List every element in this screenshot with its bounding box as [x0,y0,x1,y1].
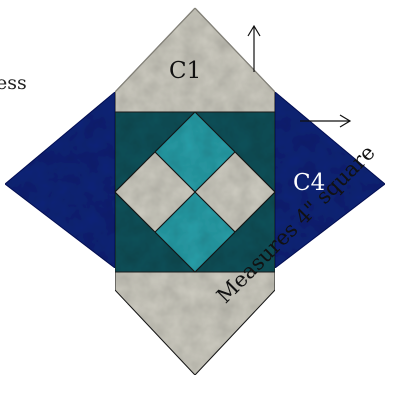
label-c4: C4 [293,170,326,196]
beige-bottom-piece [114,271,276,376]
edge-top-right [194,7,276,93]
edge-top-left [114,7,196,93]
label-c1: C1 [169,58,202,84]
navy-left-triangle [4,90,116,270]
arrow-up-icon [247,24,261,72]
fourpatch-left [114,151,196,233]
arrow-right-icon [300,114,352,128]
partial-text: ess [0,72,27,94]
